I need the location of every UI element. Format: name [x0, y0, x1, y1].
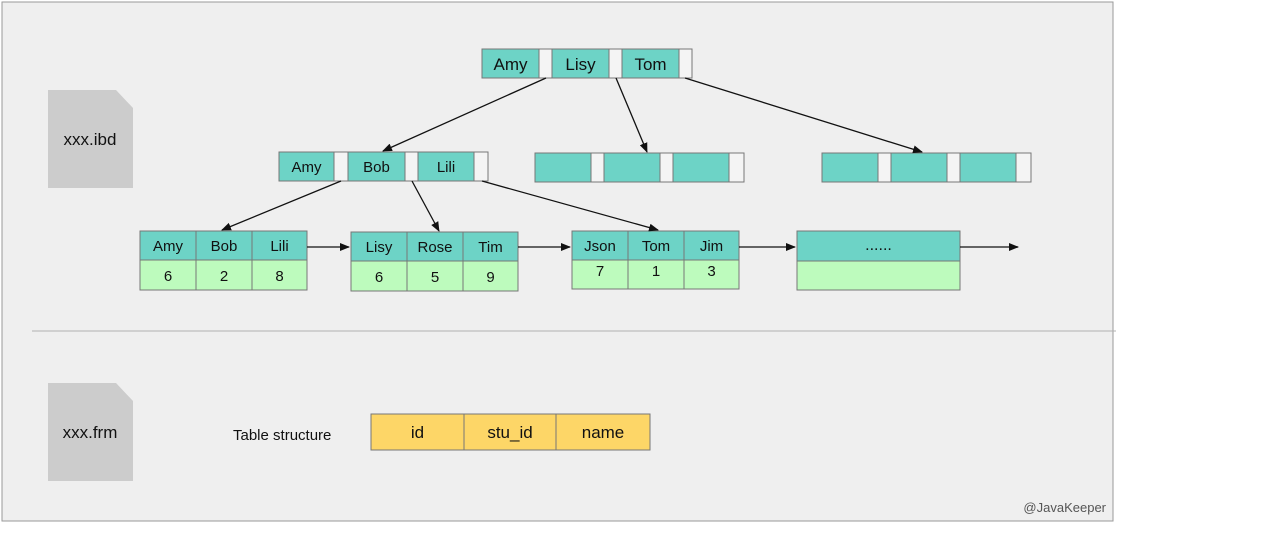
- leaf-value-cell: [683, 259, 740, 290]
- leaf-key-cell: [406, 231, 464, 262]
- internal-pointer-cell: [659, 152, 674, 183]
- frm-file-label: xxx.frm: [63, 423, 118, 442]
- leaf-key: Tim: [478, 239, 502, 256]
- leaf-key-cell: [796, 230, 961, 262]
- leaf-key: Lili: [270, 238, 288, 255]
- internal-pointer-cell: [404, 151, 419, 182]
- internal-key: Amy: [292, 159, 323, 176]
- internal-key-cell: [821, 152, 879, 183]
- column-name: stu_id: [487, 423, 532, 442]
- root-pointer-cell: [538, 48, 553, 79]
- pointer-arrow: [221, 180, 342, 231]
- pointer-arrow: [382, 77, 547, 152]
- internal-pointer-cell: [473, 151, 489, 182]
- leaf-key-cell: [350, 231, 408, 262]
- leaf-key-cell: [195, 230, 253, 261]
- column-cell: [555, 413, 651, 451]
- internal-node: Amy Bob Lili: [278, 151, 489, 182]
- table-structure-columns: id stu_id name: [370, 413, 651, 451]
- table-structure-label: Table structure: [233, 427, 331, 444]
- leaf-value: 8: [275, 268, 283, 285]
- internal-key-cell: [603, 152, 661, 183]
- root-key: Tom: [634, 55, 666, 74]
- column-name: name: [582, 423, 625, 442]
- leaf-node: Json Tom Jim 7 1 3: [571, 230, 740, 290]
- leaf-value: 6: [375, 269, 383, 286]
- leaf-value: 3: [707, 263, 715, 280]
- leaf-value: 7: [596, 263, 604, 280]
- leaf-node-more: ......: [796, 230, 961, 291]
- leaf-value-cell: [627, 259, 685, 290]
- leaf-value-cell: [406, 260, 464, 292]
- leaf-value: 6: [164, 268, 172, 285]
- internal-pointer-cell: [946, 152, 961, 183]
- ibd-file-label: xxx.ibd: [64, 130, 117, 149]
- column-name: id: [411, 423, 424, 442]
- root-node: Amy Lisy Tom: [481, 48, 693, 79]
- internal-pointer-cell: [333, 151, 349, 182]
- leaf-value-cell: [796, 260, 961, 291]
- leaf-key: Jim: [700, 238, 723, 255]
- leaf-value: 9: [486, 269, 494, 286]
- internal-pointer-cell: [1015, 152, 1032, 183]
- ibd-file-icon: xxx.ibd: [48, 90, 133, 188]
- credit-text: @JavaKeeper: [1023, 500, 1106, 515]
- internal-node-empty: [534, 152, 745, 183]
- leaf-value-cell: [462, 260, 519, 292]
- pointer-arrow: [684, 77, 923, 154]
- root-key-cell: [481, 48, 540, 79]
- internal-pointer-cell: [590, 152, 605, 183]
- leaf-value-cell: [251, 259, 308, 291]
- internal-pointer-cell: [877, 152, 892, 183]
- leaf-value: 5: [431, 269, 439, 286]
- leaf-key: Rose: [417, 239, 452, 256]
- pointer-arrow: [615, 77, 648, 153]
- internal-key-cell: [534, 152, 592, 183]
- root-pointer-cell: [678, 48, 693, 79]
- leaf-key: Lisy: [366, 239, 393, 256]
- internal-pointer-cell: [728, 152, 745, 183]
- leaf-value-cell: [571, 259, 629, 290]
- leaf-key: Amy: [153, 238, 184, 255]
- internal-key-cell: [959, 152, 1017, 183]
- leaf-key: Bob: [211, 238, 238, 255]
- column-cell: [370, 413, 465, 451]
- internal-key: Bob: [363, 159, 390, 176]
- leaf-key: Tom: [642, 238, 670, 255]
- leaf-node: Amy Bob Lili 6 2 8: [139, 230, 308, 291]
- root-key-cell: [551, 48, 610, 79]
- pointer-arrow: [411, 180, 440, 232]
- leaf-value: 1: [652, 263, 660, 280]
- pointer-arrow: [481, 180, 659, 232]
- root-key: Lisy: [565, 55, 596, 74]
- root-pointer-cell: [608, 48, 623, 79]
- leaf-node: Lisy Rose Tim 6 5 9: [350, 231, 519, 292]
- internal-key: Lili: [437, 159, 455, 176]
- leaf-value-cell: [350, 260, 408, 292]
- leaf-key: Json: [584, 238, 616, 255]
- internal-node-empty: [821, 152, 1032, 183]
- internal-key-cell: [672, 152, 730, 183]
- tree-pointers: [221, 77, 923, 232]
- frm-file-icon: xxx.frm: [48, 383, 133, 481]
- leaf-more-ellipsis: ......: [865, 237, 892, 254]
- leaf-key-cell: [251, 230, 308, 261]
- leaf-value: 2: [220, 268, 228, 285]
- root-key: Amy: [494, 55, 529, 74]
- leaf-value-cell: [139, 259, 197, 291]
- internal-key-cell: [890, 152, 948, 183]
